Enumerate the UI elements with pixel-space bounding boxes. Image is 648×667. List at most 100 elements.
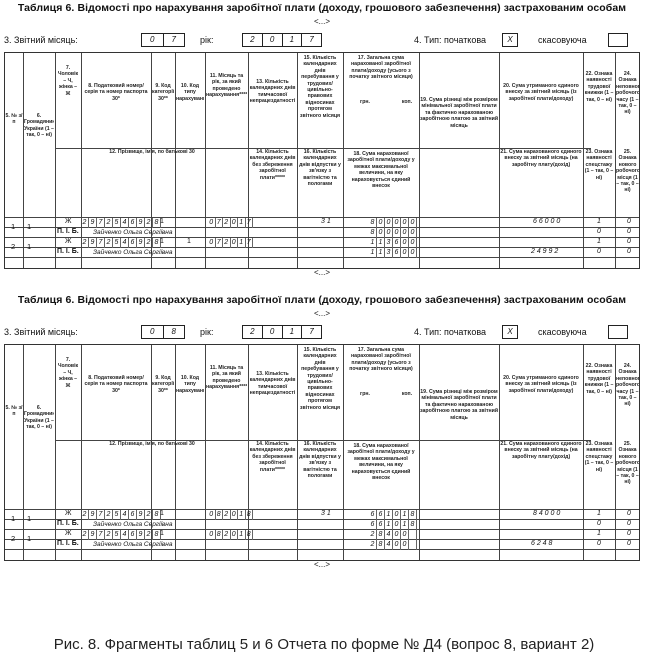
row-number: 2 bbox=[11, 242, 16, 251]
header-c17: 17. Загальна сума нарахованої заробітної… bbox=[349, 55, 413, 81]
grid-vline bbox=[205, 345, 206, 560]
month-year-digit: 0 bbox=[231, 510, 238, 520]
row-number: 1 bbox=[11, 514, 16, 523]
figure-caption: Рис. 8. Фрагменты таблиц 5 и 6 Отчета по… bbox=[53, 636, 595, 653]
header-c9: 9. Код категорії 30** bbox=[152, 83, 174, 102]
tax-number-digit: 4 bbox=[121, 218, 129, 228]
flag-25: 0 bbox=[627, 520, 631, 527]
header-c10: 10. Код типу нарахувань*** bbox=[176, 375, 204, 394]
type-initial-checkbox[interactable]: X bbox=[502, 33, 518, 47]
month-year-digit: 7 bbox=[246, 218, 253, 228]
header-c13: 13. Кількість календарних днів тимчасово… bbox=[249, 79, 296, 105]
month-year-digit: 0 bbox=[208, 218, 216, 228]
sum-total-digit: 0 bbox=[409, 238, 417, 248]
grid-vline bbox=[583, 53, 584, 268]
grid-vline bbox=[151, 345, 152, 560]
grid-hline bbox=[55, 440, 591, 441]
grid-vline bbox=[248, 53, 249, 268]
month-year-digit: 8 bbox=[216, 530, 223, 540]
tax-number-digit: 8 bbox=[153, 218, 161, 228]
full-name: Зайченко Ольга Сергіївна bbox=[93, 541, 173, 548]
flag-25: 0 bbox=[627, 248, 631, 255]
month-year-digit: 2 bbox=[223, 530, 231, 540]
tax-number-digit: 2 bbox=[145, 510, 153, 520]
tax-number-digit: 6 bbox=[129, 218, 137, 228]
header-kop: коп. bbox=[401, 99, 413, 105]
name-label: П. І. Б. bbox=[57, 520, 79, 527]
withheld-contribution: 8 4 0 0 0 bbox=[533, 510, 561, 517]
tax-number-digit: 2 bbox=[145, 238, 153, 248]
header-c19: 19. Сума різниці між розміром мінімально… bbox=[420, 389, 498, 421]
sum-total-digit: 0 bbox=[393, 530, 401, 540]
month-year-digit: 2 bbox=[223, 238, 231, 248]
header-grn: грн. bbox=[360, 391, 370, 397]
month-year-digit: 8 bbox=[246, 510, 253, 520]
grid-vline bbox=[419, 345, 420, 560]
month-year-digit: 0 bbox=[208, 238, 216, 248]
sum-total-digit: 0 bbox=[409, 218, 417, 228]
grid-vline bbox=[55, 345, 56, 560]
sum-max-digit: 0 bbox=[393, 228, 401, 238]
tax-number-digit: 7 bbox=[97, 530, 105, 540]
grid-vline bbox=[23, 53, 24, 268]
full-name: Зайченко Ольга Сергіївна bbox=[93, 521, 173, 528]
header-c16: 16. Кількість календарних днів відпустки… bbox=[299, 149, 341, 188]
type-cancel-checkbox[interactable] bbox=[608, 325, 628, 339]
tax-number-digit: 9 bbox=[137, 218, 145, 228]
year-digit: 0 bbox=[263, 34, 283, 46]
ellipsis-marker: <...> bbox=[313, 560, 330, 569]
type-initial-checkbox[interactable]: X bbox=[502, 325, 518, 339]
row-sex: Ж bbox=[65, 530, 72, 537]
sum-total-digit: 0 bbox=[393, 510, 401, 520]
grid-hline bbox=[5, 247, 639, 248]
tax-number-digit: 7 bbox=[97, 238, 105, 248]
tax-number-digit: 8 bbox=[153, 530, 161, 540]
type-cancel-checkbox[interactable] bbox=[608, 33, 628, 47]
sum-max-digit: 6 bbox=[393, 248, 401, 258]
grid-vline bbox=[419, 53, 420, 268]
header-c6: 6. Громадянин України (1 – так, 0 – ні) bbox=[24, 405, 54, 431]
name-label: П. І. Б. bbox=[57, 540, 79, 547]
flag-23: 0 bbox=[597, 228, 601, 235]
sum-max-digit: 0 bbox=[385, 228, 393, 238]
header-c15: 15. Кількість календарних днів перебуван… bbox=[299, 55, 341, 119]
tax-number-digit: 5 bbox=[113, 218, 121, 228]
tax-number-digit: 5 bbox=[113, 238, 121, 248]
month-year-digit: 0 bbox=[231, 238, 238, 248]
grid-vline bbox=[205, 53, 206, 268]
row-citizen: 1 bbox=[27, 514, 32, 523]
grid-hline bbox=[5, 217, 639, 218]
header-c7: 7. Чоловік – Ч, жінка – Ж bbox=[57, 65, 79, 97]
row-sex: Ж bbox=[65, 510, 72, 517]
accrued-contribution: 2 4 9 9 2 bbox=[531, 248, 559, 255]
header-c8: 8. Податковий номер/серія та номер паспо… bbox=[84, 83, 148, 102]
header-c13: 13. Кількість календарних днів тимчасово… bbox=[249, 371, 296, 397]
month-year-digit: 1 bbox=[238, 218, 246, 228]
